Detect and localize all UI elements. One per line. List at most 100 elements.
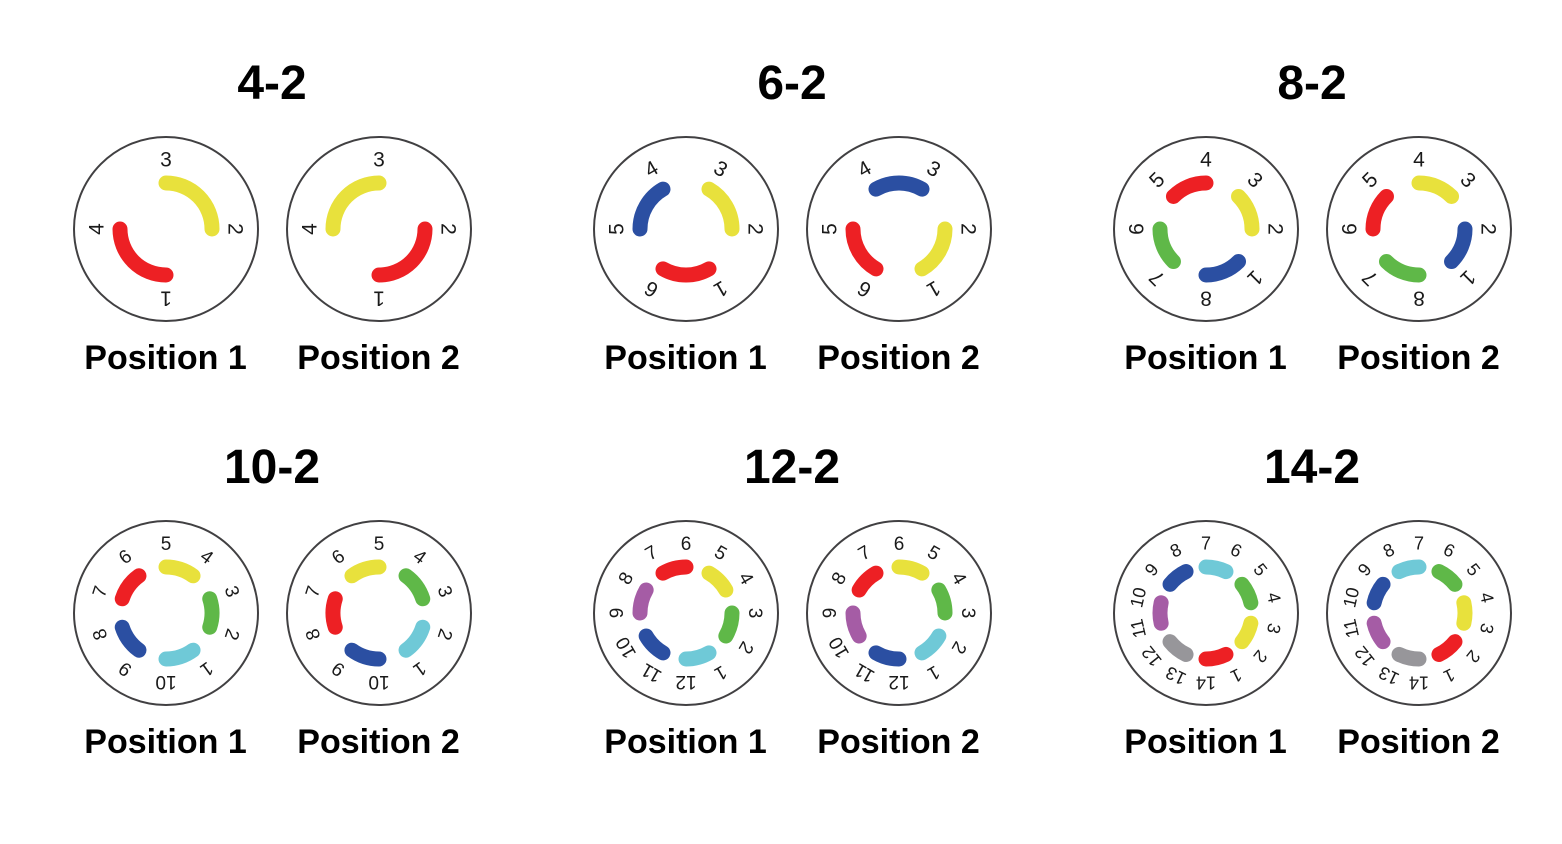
dial-outline: [285, 519, 472, 706]
port-number-label: 4: [85, 223, 108, 235]
port-connection-arc-2-3: [1230, 188, 1259, 237]
port-connection-arc-12-1: [678, 645, 716, 667]
port-connection-arc-3-4: [1455, 594, 1472, 631]
position-label: Position 1: [604, 722, 767, 761]
dial-outline: [1325, 135, 1512, 322]
position-label: Position 1: [604, 338, 767, 377]
valve-title: 8-2: [1277, 57, 1347, 110]
port-number-label: 6: [893, 534, 904, 555]
valve-title: 12-2: [743, 440, 841, 494]
port-connection-arc-10-11: [1152, 594, 1169, 631]
port-connection-arc-6-7: [655, 559, 693, 581]
port-number-label: 10: [1339, 585, 1363, 609]
port-number-label: 5: [605, 223, 628, 235]
port-number-label: 14: [1195, 672, 1215, 692]
port-number-label: 3: [957, 607, 978, 618]
port-number-label: 6: [680, 534, 691, 555]
port-number-label: 5: [160, 534, 171, 555]
dial-outline: [592, 135, 779, 322]
position-label: Position 2: [817, 722, 980, 761]
port-number-label: 8: [1200, 286, 1212, 309]
port-connection-arc-1-2: [914, 628, 946, 661]
dial-outline: [72, 135, 259, 322]
port-number-label: 1: [160, 286, 172, 309]
port-connection-arc-6-7: [114, 567, 146, 606]
port-number-label: 2: [1263, 223, 1286, 235]
port-connection-arc-7-8: [851, 565, 883, 598]
port-number-label: 10: [368, 671, 389, 692]
port-connection-arc-11-12: [1366, 615, 1391, 649]
port-number-label: 2: [743, 223, 766, 235]
position-label: Position 1: [84, 722, 247, 761]
port-connection-arc-3-4: [398, 567, 430, 606]
port-number-label: 7: [1413, 533, 1423, 553]
position-label: Position 2: [817, 338, 980, 377]
port-number-label: 3: [373, 148, 385, 171]
port-connection-arc-10-1: [158, 642, 201, 667]
port-number-label: 11: [1126, 617, 1150, 640]
port-number-label: 2: [956, 223, 979, 235]
position-label: Position 1: [1124, 722, 1287, 761]
port-number-label: 4: [1413, 148, 1425, 171]
port-connection-arc-2-3: [701, 181, 739, 237]
port-connection-arc-6-7: [1152, 221, 1181, 269]
position-label: Position 2: [1337, 722, 1500, 761]
port-connection-arc-9-10: [1366, 576, 1391, 610]
port-connection-arc-11-12: [868, 645, 906, 667]
port-connection-arc-1-2: [398, 619, 430, 658]
port-number-label: 2: [436, 223, 459, 235]
port-number-label: 6: [1125, 223, 1148, 235]
port-connection-arc-8-9: [114, 619, 146, 658]
dial-outline: [805, 519, 992, 706]
dial-outline: [1112, 135, 1299, 322]
port-number-label: 4: [1475, 590, 1497, 604]
dial-outline: [285, 135, 472, 322]
port-connection-arc-8-9: [1162, 563, 1194, 592]
port-connection-arc-2-3: [201, 590, 219, 635]
port-connection-arc-8-9: [632, 582, 654, 621]
port-connection-arc-6-1: [655, 261, 716, 283]
dial-outline: [592, 519, 779, 706]
port-number-label: 3: [160, 148, 172, 171]
port-connection-arc-4-5: [701, 565, 733, 598]
port-connection-arc-1-2: [1430, 633, 1462, 662]
port-connection-arc-5-6: [343, 559, 386, 583]
port-number-label: 3: [1262, 621, 1284, 635]
port-number-label: 2: [223, 223, 246, 235]
port-number-label: 12: [675, 671, 696, 692]
port-connection-arc-8-1: [1198, 253, 1246, 283]
position-label: Position 2: [297, 338, 460, 377]
port-number-label: 7: [1200, 533, 1210, 553]
port-number-label: 4: [1262, 590, 1284, 604]
port-connection-arc-10-11: [638, 628, 670, 661]
port-number-label: 4: [1200, 148, 1212, 171]
port-connection-arc-9-10: [845, 605, 867, 644]
port-number-label: 3: [1475, 621, 1497, 635]
dial-outline: [805, 135, 992, 322]
port-number-label: 12: [888, 671, 909, 692]
port-connection-arc-7-8: [1391, 559, 1426, 579]
port-number-label: 14: [1408, 672, 1428, 692]
port-connection-arc-7-8: [325, 590, 343, 635]
port-connection-arc-5-6: [1365, 188, 1394, 237]
position-label: Position 2: [1337, 338, 1500, 377]
port-connection-arc-12-13: [1162, 633, 1194, 662]
port-number-label: 2: [1476, 223, 1499, 235]
port-connection-arc-5-6: [1430, 563, 1462, 592]
port-connection-arc-1-2: [371, 221, 432, 283]
